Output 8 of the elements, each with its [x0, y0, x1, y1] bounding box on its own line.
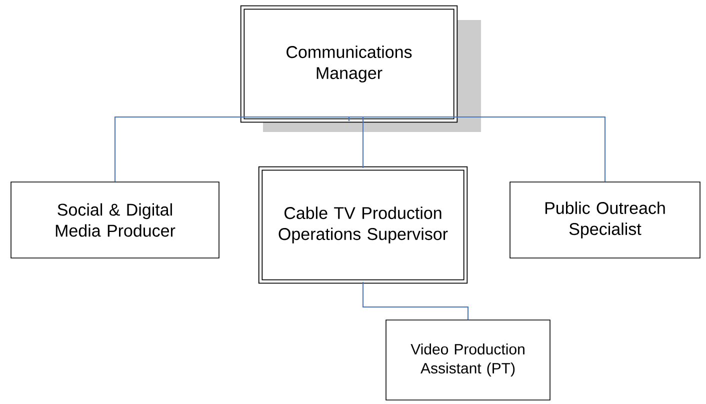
- connector-line: [114, 116, 350, 182]
- position-box: Cable TV Production Operations Supervisor: [258, 166, 468, 284]
- position-box: Social & Digital Media Producer: [10, 182, 220, 258]
- position-box: Public Outreach Specialist: [510, 182, 700, 258]
- position-box: Communications Manager: [240, 5, 481, 132]
- connector-line: [362, 281, 468, 320]
- position-box: Video Production Assistant (PT): [386, 320, 550, 400]
- connector-line: [348, 116, 606, 182]
